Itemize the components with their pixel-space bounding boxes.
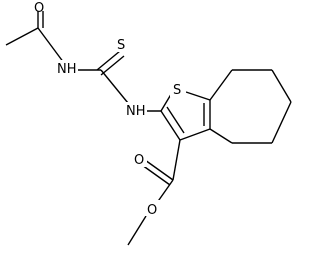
bond-thione-b: [100, 55, 125, 76]
amide-nh-label: NH: [57, 62, 77, 77]
atom-labels: O NH S NH S O O: [34, 1, 186, 218]
acetyl-oxygen-label: O: [34, 1, 44, 16]
molecule-structure: O NH S NH S O O: [5, 1, 292, 246]
ester-oxygen-label: O: [147, 203, 157, 218]
bond-methyl-acetyl: [5, 27, 39, 46]
bond-c3-c2-inner: [166, 106, 185, 134]
bond-c6-c5: [271, 69, 292, 103]
bond-thione-a: [96, 50, 121, 71]
bond-thiocarbonyl-nh: [100, 69, 129, 104]
bond-ester-carbonyl-a: [144, 159, 174, 181]
bond-oxygen-methyl: [127, 215, 147, 246]
bond-c3-ester-carbon: [172, 139, 181, 181]
bond-c3-c2: [160, 110, 181, 141]
bond-s1-c7a: [185, 91, 211, 101]
bond-ester-carbonyl-b: [141, 164, 171, 186]
thione-sulfur-label: S: [117, 38, 125, 53]
bond-c5-c4: [271, 101, 292, 144]
bonds: [5, 11, 292, 246]
amine-nh-label: NH: [126, 104, 146, 119]
bond-c7a-c7: [209, 69, 233, 101]
ring-sulfur-label: S: [173, 83, 181, 98]
bond-acetyl-nh: [37, 27, 65, 64]
bond-c4a-c3a: [209, 128, 233, 144]
carbonyl-oxygen-label: O: [134, 153, 144, 168]
bond-c3a-c3: [179, 128, 211, 141]
